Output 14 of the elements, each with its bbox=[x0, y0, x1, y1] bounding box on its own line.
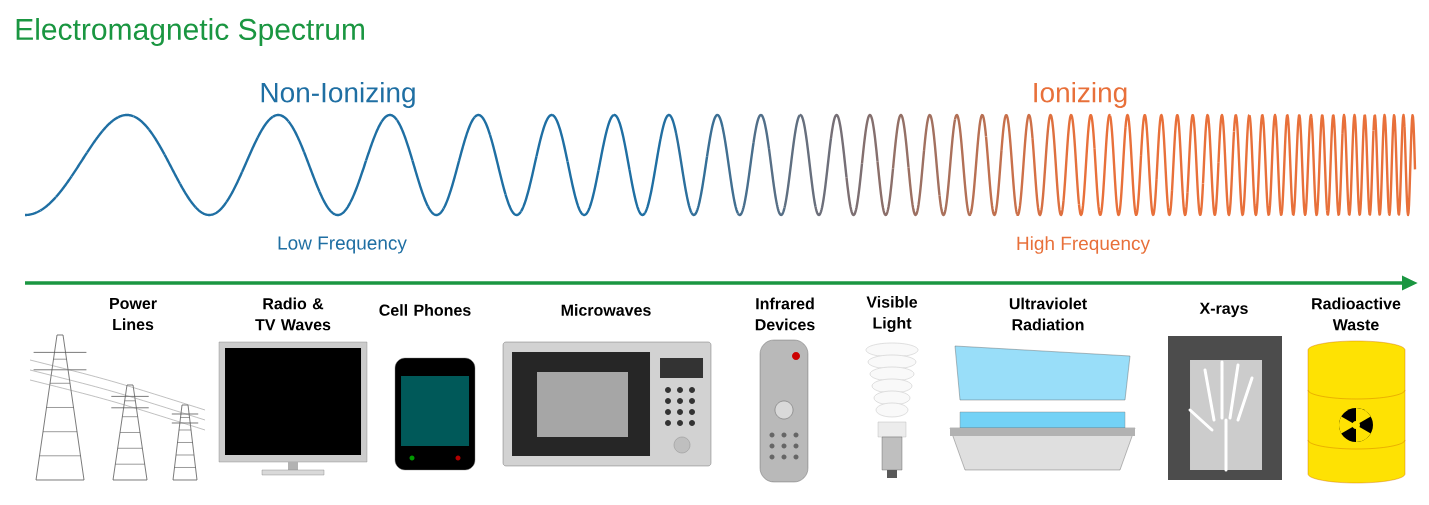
item-label: X-rays bbox=[1199, 302, 1248, 318]
item-label: Radio & TV Waves bbox=[255, 297, 331, 331]
item-label: Visible Light bbox=[866, 296, 918, 332]
item-label: Cell Phones bbox=[379, 304, 471, 316]
frequency-label: High Frequency bbox=[1017, 236, 1150, 254]
title: Electromagnetic Spectrum bbox=[16, 18, 364, 46]
item-label: Microwaves bbox=[561, 304, 651, 316]
item-label: Power Lines bbox=[110, 297, 157, 331]
item-label: Radioactive Waste bbox=[1312, 297, 1401, 331]
section-heading: Non-Ionizing bbox=[261, 81, 415, 109]
section-heading: Ionizing bbox=[1034, 81, 1127, 109]
item-label: Infrared Devices bbox=[755, 297, 815, 331]
item-label: Ultraviolet Radiation bbox=[1009, 297, 1087, 331]
frequency-label: Low Frequency bbox=[278, 236, 407, 254]
